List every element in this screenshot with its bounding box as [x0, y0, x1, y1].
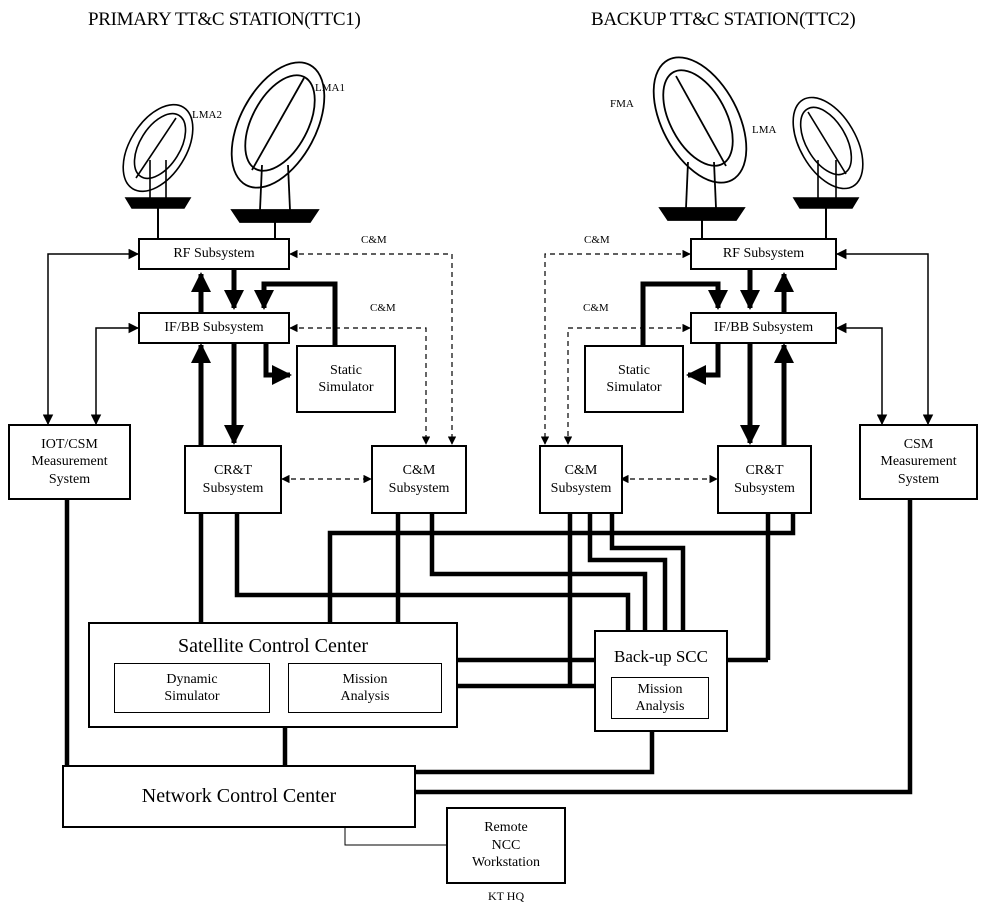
cm-label: C&M — [370, 302, 396, 314]
cm-label: C&M — [583, 302, 609, 314]
backup-rf-subsystem: RF Subsystem — [690, 238, 837, 270]
cm-label: C&M — [361, 234, 387, 246]
scc-title: Satellite Control Center — [178, 635, 368, 657]
backup-crt-subsystem: CR&T Subsystem — [717, 445, 812, 514]
antenna-label-fma: FMA — [610, 98, 634, 110]
backup-static-simulator: Static Simulator — [584, 345, 684, 413]
backup-station-title: BACKUP TT&C STATION(TTC2) — [591, 9, 856, 30]
primary-rf-subsystem: RF Subsystem — [138, 238, 290, 270]
antenna-label-lma1: LMA1 — [315, 82, 345, 94]
primary-station-title: PRIMARY TT&C STATION(TTC1) — [88, 9, 361, 30]
antenna-fma — [652, 56, 748, 221]
scc-mission-analysis: Mission Analysis — [288, 663, 442, 713]
csm-measurement-system: CSM Measurement System — [859, 424, 978, 500]
network-control-center: Network Control Center — [62, 765, 416, 828]
antenna-lma — [792, 96, 864, 209]
backup-ifbb-subsystem: IF/BB Subsystem — [690, 312, 837, 344]
primary-static-simulator: Static Simulator — [296, 345, 396, 413]
backup-scc-title: Back-up SCC — [614, 647, 708, 666]
antenna-label-lma2: LMA2 — [192, 109, 222, 121]
iot-csm-measurement-system: IOT/CSM Measurement System — [8, 424, 131, 500]
backup-scc-mission-analysis: Mission Analysis — [611, 677, 709, 719]
backup-cm-subsystem: C&M Subsystem — [539, 445, 623, 514]
remote-ncc-workstation: Remote NCC Workstation — [446, 807, 566, 884]
kt-hq-label: KT HQ — [488, 889, 525, 903]
antenna-lma1 — [230, 61, 326, 223]
cm-label: C&M — [584, 234, 610, 246]
antenna-lma2 — [122, 103, 194, 209]
antenna-label-lma: LMA — [752, 124, 777, 136]
dynamic-simulator: Dynamic Simulator — [114, 663, 270, 713]
primary-crt-subsystem: CR&T Subsystem — [184, 445, 282, 514]
primary-ifbb-subsystem: IF/BB Subsystem — [138, 312, 290, 344]
primary-cm-subsystem: C&M Subsystem — [371, 445, 467, 514]
